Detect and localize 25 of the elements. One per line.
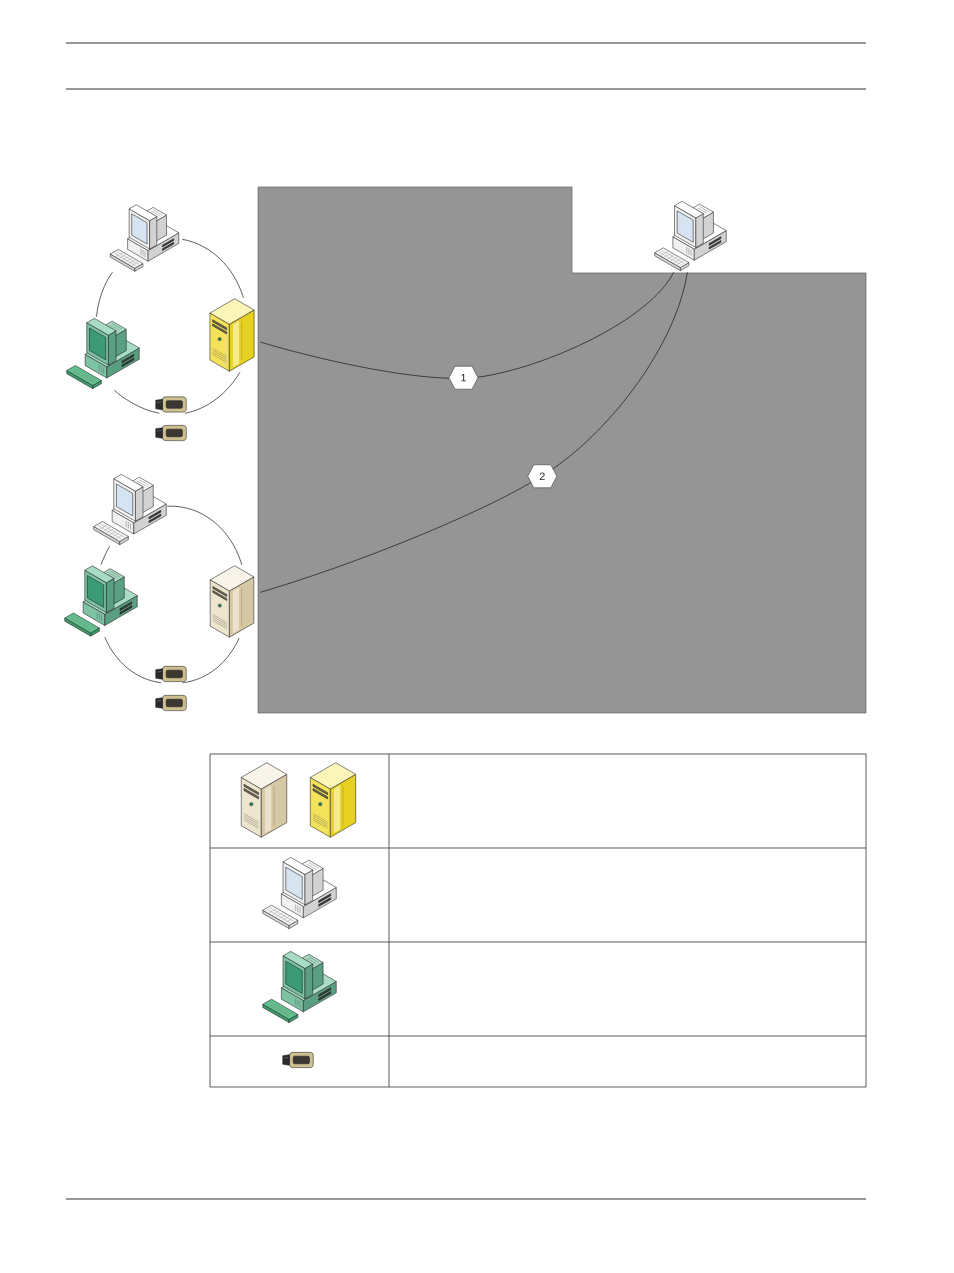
connection-line: [182, 637, 240, 684]
computer-icon: [66, 318, 140, 389]
connection-line: [104, 636, 162, 684]
connection-line: [552, 271, 688, 469]
connection-line: [166, 505, 243, 566]
connection-line: [477, 271, 674, 378]
camera-icon: [155, 666, 187, 682]
camera-icon: [155, 396, 187, 413]
connection-line: [181, 238, 244, 299]
connection-line: [259, 341, 450, 379]
connection-line: [259, 482, 532, 593]
connection-line: [184, 371, 241, 414]
connection-line: [100, 545, 110, 566]
callout-number: 1: [448, 365, 479, 390]
computer-icon: [654, 201, 727, 271]
computer-icon: [64, 565, 138, 637]
server-icon: [209, 298, 255, 372]
camera-icon: [155, 425, 187, 441]
connection-line: [96, 271, 113, 318]
computer-icon: [93, 474, 167, 545]
connection-line: [113, 389, 160, 414]
callout-number: 2: [527, 464, 558, 489]
computer-icon: [109, 204, 180, 272]
camera-icon: [155, 695, 187, 711]
server-icon: [209, 565, 255, 638]
